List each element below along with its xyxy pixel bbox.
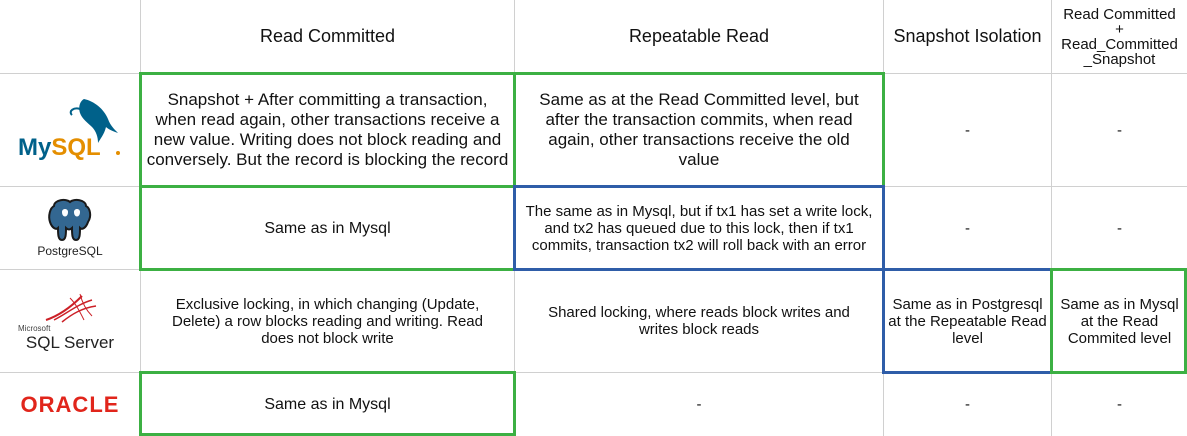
header-label: Read Committed (1063, 5, 1176, 23)
postgres-snapshot-isolation: - (884, 187, 1051, 269)
header-repeatable-read: Repeatable Read (515, 0, 883, 73)
postgres-logo: PostgreSQL (0, 187, 140, 269)
mysql-wordmark: MySQL (18, 134, 101, 161)
cell-text: - (696, 396, 702, 413)
cell-text: Same as in Mysql at the Read Commited le… (1060, 295, 1179, 347)
elephant-icon (48, 198, 92, 242)
cell-text: - (1117, 396, 1122, 413)
postgres-read-committed: Same as in Mysql (141, 187, 514, 269)
cell-text: - (965, 396, 970, 413)
sqlserver-vendor: Microsoft (18, 323, 51, 333)
cell-text: Snapshot + After committing a transactio… (146, 90, 509, 169)
oracle-logo: ORACLE (0, 373, 140, 436)
mysql-snapshot-isolation: - (884, 74, 1051, 186)
postgres-read-committed-snapshot: - (1052, 187, 1187, 269)
header-label: Read_Committed (1061, 35, 1178, 53)
cell-text: Shared locking, where reads block writes… (548, 304, 850, 338)
oracle-read-committed-snapshot: - (1052, 373, 1187, 436)
cell-text: Same as at the Read Committed level, but… (539, 90, 859, 169)
sqlserver-snapshot-isolation: Same as in Postgresql at the Repeatable … (884, 270, 1051, 372)
cell-text: - (1117, 121, 1122, 139)
cell-text: Same as in Mysql (264, 396, 391, 413)
header-label: + (1115, 20, 1124, 38)
cell-text: - (965, 121, 970, 139)
sqlserver-logo: Microsoft SQL Server (0, 270, 140, 372)
cell-text: Same as in Postgresql at the Repeatable … (888, 295, 1047, 347)
header-label: Read Committed (259, 26, 396, 46)
sqlserver-read-committed: Exclusive locking, in which changing (Up… (141, 270, 514, 372)
oracle-repeatable-read: - (515, 373, 883, 436)
cell-text: - (1117, 219, 1122, 237)
cell-text: Same as in Mysql (264, 219, 391, 237)
header-label: Snapshot Isolation (893, 26, 1042, 46)
oracle-read-committed: Same as in Mysql (141, 373, 514, 436)
sqlserver-emblem-icon (45, 293, 97, 323)
header-label: Repeatable Read (628, 26, 770, 46)
header-read-committed-snapshot: Read Committed + Read_Committed _Snapsho… (1052, 0, 1187, 73)
mysql-read-committed-snapshot: - (1052, 74, 1187, 186)
cell-text: - (965, 219, 970, 237)
sqlserver-wordmark: SQL Server (25, 332, 115, 352)
sqlserver-read-committed-snapshot: Same as in Mysql at the Read Commited le… (1052, 270, 1187, 372)
mysql-repeatable-read: Same as at the Read Committed level, but… (515, 74, 883, 186)
oracle-snapshot-isolation: - (884, 373, 1051, 436)
postgres-wordmark: PostgreSQL (37, 244, 103, 258)
oracle-wordmark: ORACLE (20, 391, 120, 417)
corner-cell (0, 0, 140, 73)
header-snapshot-isolation: Snapshot Isolation (884, 0, 1051, 73)
mysql-logo: MySQL (0, 74, 140, 186)
sqlserver-repeatable-read: Shared locking, where reads block writes… (515, 270, 883, 372)
postgres-repeatable-read: The same as in Mysql, but if tx1 has set… (515, 187, 883, 269)
mysql-read-committed: Snapshot + After committing a transactio… (141, 74, 514, 186)
header-read-committed: Read Committed (141, 0, 514, 73)
dolphin-icon: MySQL (18, 99, 120, 161)
header-label: _Snapshot (1083, 50, 1156, 68)
cell-text: The same as in Mysql, but if tx1 has set… (525, 202, 873, 254)
cell-text: Exclusive locking, in which changing (Up… (172, 295, 483, 347)
